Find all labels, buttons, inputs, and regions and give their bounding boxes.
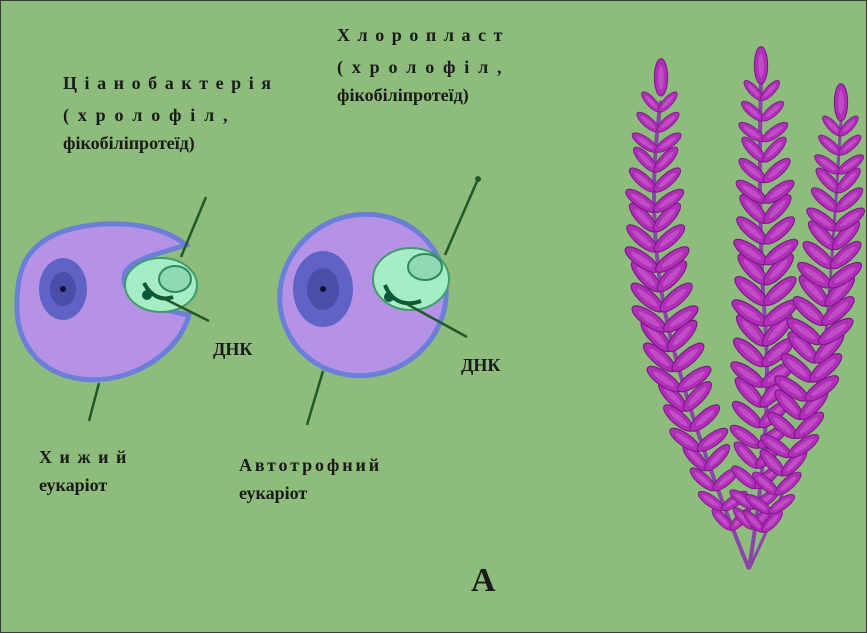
algae-branchlet-icon	[754, 47, 767, 84]
cyanobacterium-pigments-line1: ( х р о л о ф і л ,	[63, 103, 230, 127]
algae-branchlet-icon	[654, 59, 667, 96]
chloroplast-icon	[373, 248, 449, 310]
cyanobacterium-icon	[125, 258, 197, 312]
dna-label-right: ДНК	[461, 353, 500, 377]
autotrophic-eukaryote-label-line1: Автотрофний	[239, 453, 382, 477]
chloroplast-pigments-line2: фікобіліпротеїд)	[337, 83, 469, 107]
algae-branchlet-icon	[834, 84, 847, 121]
cyanobacterium-pigments-line2: фікобіліпротеїд)	[63, 131, 195, 155]
panel-letter: А	[471, 569, 496, 593]
autotrophic-eukaryote-label-line2: еукаріот	[239, 481, 307, 505]
chloroplast-pigments-line1: ( х р о л о ф і л ,	[337, 55, 504, 79]
dna-label-left: ДНК	[213, 337, 252, 361]
algae-branchlet-icon	[759, 98, 787, 124]
predatory-eukaryote-label-line1: Хижий	[39, 445, 134, 469]
algae-icon	[622, 47, 866, 569]
cyanobacterium-title: Ціанобактерія	[63, 71, 279, 95]
predatory-eukaryote-label-line2: еукаріот	[39, 473, 107, 497]
chloroplast-title: Хлоропласт	[337, 23, 510, 47]
